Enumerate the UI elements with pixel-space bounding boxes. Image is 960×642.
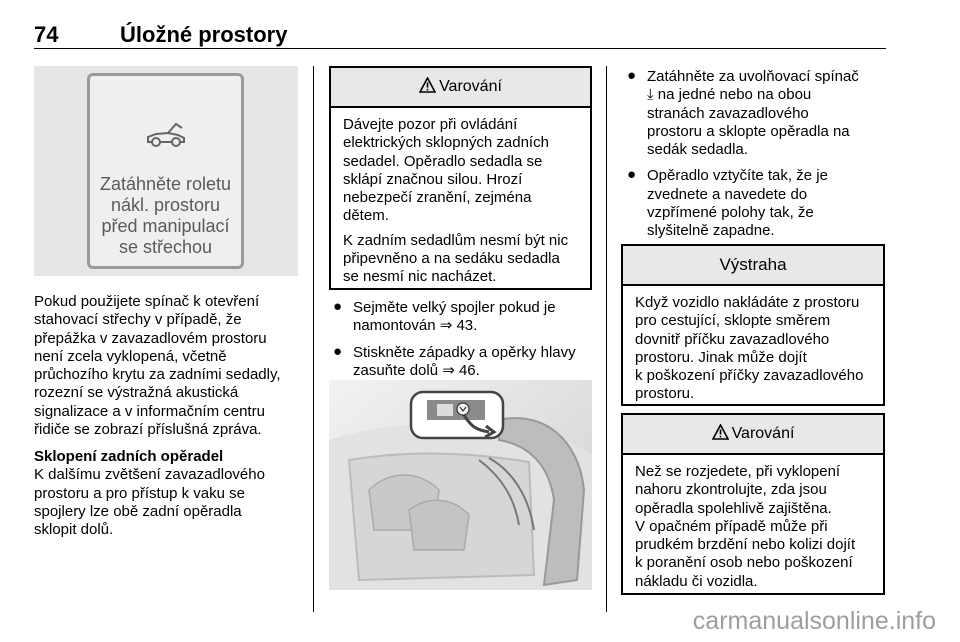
text-line: sedadel. Opěradlo sedadla se <box>343 152 543 170</box>
text-line: signalizace a v informačním centru <box>34 402 265 420</box>
text-line: Dávejte pozor při ovládání <box>343 116 518 133</box>
header-rule <box>34 48 886 49</box>
text-line: stranách zavazadlového <box>647 104 809 122</box>
text-line: prostoru. <box>635 385 695 403</box>
text-line: dětem. <box>343 207 389 225</box>
warning-body: Dávejte pozor při ovládání elektrických … <box>331 108 590 287</box>
warning-triangle-icon <box>419 77 437 93</box>
text-line: K zadním sedadlům nesmí být nic <box>343 231 569 249</box>
text-line: dovnitř příčku zavazadlového <box>635 330 830 348</box>
caution-box: Výstraha Když vozidlo nakládáte z prosto… <box>621 244 885 406</box>
text-line: prostoru. Jinak může dojít <box>635 348 807 366</box>
text-line: rozezní se výstražná akustická <box>34 384 239 402</box>
warning-body: Než se rozjedete, při vyklopení nahoru z… <box>623 455 883 591</box>
display-line: se střechou <box>118 237 213 257</box>
convertible-car-icon <box>147 122 185 147</box>
seat-release-switch-icon <box>456 402 470 416</box>
text-line: k poškození příčky zavazadlového <box>635 367 864 385</box>
text-line: zvednete a navedete do <box>647 185 808 203</box>
text-line: namontován ⇒ 43. <box>353 317 478 335</box>
alert-paragraph: Pokud použijete spínač k otevření stahov… <box>34 293 306 439</box>
display-line: před manipulací <box>101 216 230 236</box>
warning-header: Varování <box>623 415 883 455</box>
caution-body: Když vozidlo nakládáte z prostoru pro ce… <box>623 286 883 404</box>
warning-box: Varování Dávejte pozor při ovládání elek… <box>329 66 592 290</box>
bullet-dot: ● <box>333 298 343 315</box>
text-line: ⤓ na jedné nebo na obou <box>647 86 812 104</box>
list-item: ● Opěradlo vztyčíte tak, že je zvednete … <box>623 166 888 240</box>
bullet-dot: ● <box>627 166 637 184</box>
text-line: přepážka v zavazadlovém prostoru <box>34 329 267 347</box>
warning-triangle-icon <box>711 424 729 440</box>
text-line: stahovací střechy v případě, že <box>34 311 242 329</box>
list-item: ● Stiskněte západky a opěrky hlavy zasuň… <box>329 342 597 381</box>
text-line: Pokud použijete spínač k otevření <box>34 293 260 310</box>
luggage-compartment-figure <box>329 380 592 590</box>
text-line: nebezpečí zranění, zejména <box>343 189 532 207</box>
page-number: 74 <box>34 22 59 47</box>
text-line: pro cestující, sklopte směrem <box>635 312 831 330</box>
text-line: není zcela vyklopená, včetně <box>34 347 227 365</box>
text-line: sedák sedadla. <box>647 141 748 159</box>
page-title: Úložné prostory <box>120 22 288 47</box>
text-line: řidiče se zobrazí příslušná zpráva. <box>34 421 262 439</box>
warning-box-2: Varování Než se rozjedete, při vyklopení… <box>621 413 885 595</box>
right-bullet-list: ● Zatáhněte za uvolňovací spínač ⤓ na je… <box>623 67 888 249</box>
text-line: Opěradlo vztyčíte tak, že je <box>647 167 828 185</box>
display-line: nákl. prostoru <box>110 195 221 215</box>
section-heading: Sklopení zadních opěradel <box>34 448 224 465</box>
text-line: sklopit dolů. <box>34 521 114 539</box>
text-line: průchozího krytu za zadními sedadly, <box>34 366 281 384</box>
bullet-dot: ● <box>333 342 343 360</box>
text-line: Stiskněte západky a opěrky hlavy <box>353 343 576 361</box>
column-divider-left <box>313 66 314 612</box>
text-line: nákladu či vozidla. <box>635 572 758 590</box>
text-line: slyšitelně zapadne. <box>647 222 775 240</box>
text-line: V opačném případě může při <box>635 517 828 535</box>
fold-seats-section: Sklopení zadních opěradel K dalšímu zvět… <box>34 448 306 539</box>
bullet-dot: ● <box>627 67 637 84</box>
watermark-link[interactable]: carmanualsonline.info <box>692 607 936 635</box>
list-item: ● Zatáhněte za uvolňovací spínač ⤓ na je… <box>623 67 888 159</box>
text-line: nahoru zkontrolujte, zda jsou <box>635 481 827 499</box>
text-line: se nesmí nic nacházet. <box>343 268 497 286</box>
text-line: K dalšímu zvětšení zavazadlového <box>34 466 265 484</box>
text-line: spojlery lze obě zadní opěradla <box>34 502 242 520</box>
display-message: Zatáhněte roletu nákl. prostoru před man… <box>90 174 241 258</box>
text-line: Když vozidlo nakládáte z prostoru <box>635 294 860 311</box>
warning-title: Varování <box>439 78 502 95</box>
caution-title: Výstraha <box>623 246 883 286</box>
message-display-figure: Zatáhněte roletu nákl. prostoru před man… <box>34 66 298 276</box>
text-line: sklápí značnou silou. Hrozí <box>343 170 523 188</box>
text-line: připevněno a na sedáku sedadla <box>343 250 560 268</box>
text-line: k poranění osob nebo poškození <box>635 554 853 572</box>
display-line: Zatáhněte roletu <box>99 174 232 194</box>
text-line: Než se rozjedete, při vyklopení <box>635 463 841 480</box>
column-divider-right <box>606 66 607 612</box>
list-item: ● Sejměte velký spojler pokud je namonto… <box>329 298 597 336</box>
text-line: Zatáhněte za uvolňovací spínač <box>647 68 859 85</box>
text-line: zasuňte dolů ⇒ 46. <box>353 361 480 379</box>
text-line: Sejměte velký spojler pokud je <box>353 299 556 316</box>
warning-header: Varování <box>331 68 590 108</box>
text-line: vzpřímené polohy tak, že <box>647 204 814 222</box>
text-line: elektrických sklopných zadních <box>343 134 549 152</box>
text-line: opěradla spolehlivě zajištěna. <box>635 499 832 517</box>
text-line: prudkém brzdění nebo kolizi dojít <box>635 536 856 554</box>
text-line: prostoru a sklopte opěradla na <box>647 122 850 140</box>
text-line: prostoru a pro přístup k vaku se <box>34 484 245 502</box>
mid-bullet-list: ● Sejměte velký spojler pokud je namonto… <box>329 298 597 388</box>
info-display-panel: Zatáhněte roletu nákl. prostoru před man… <box>87 73 244 269</box>
warning-title: Varování <box>731 425 795 442</box>
